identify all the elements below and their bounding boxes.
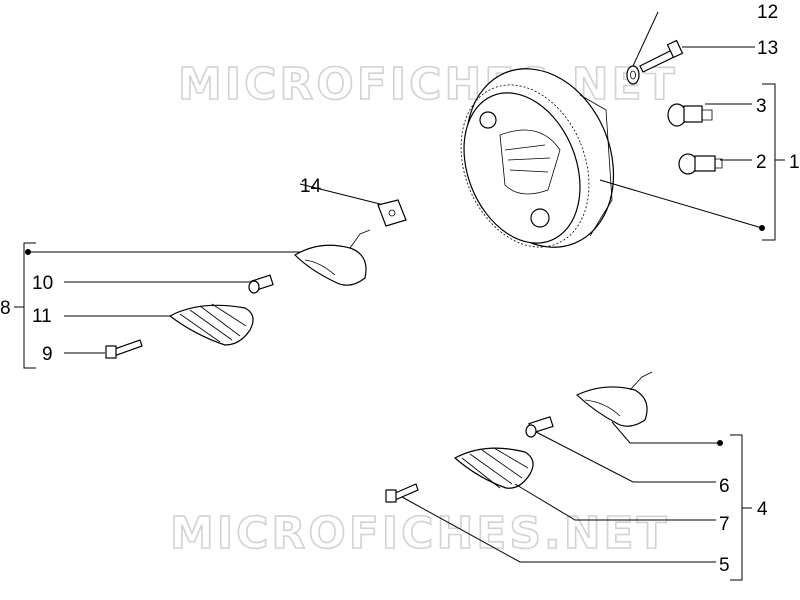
lens-part-7: [453, 447, 534, 489]
bracket-group-8: [14, 242, 36, 369]
callout-10: 10: [32, 273, 53, 294]
callout-8: 8: [0, 298, 11, 319]
leader-lines: [25, 11, 765, 563]
callout-11: 11: [32, 306, 52, 327]
callout-12: 12: [757, 2, 778, 23]
callout-7: 7: [719, 514, 730, 535]
turn-signal-housing-left: [294, 229, 371, 286]
callout-5: 5: [719, 555, 730, 576]
headlight-housing: [460, 68, 615, 248]
callout-4: 4: [757, 499, 768, 520]
lens-part-11: [168, 303, 254, 346]
callout-6: 6: [719, 476, 730, 497]
callout-2: 2: [756, 152, 767, 173]
bulb-part-6: [525, 416, 554, 438]
screw-part-9: [105, 339, 143, 359]
washer-part: [626, 65, 640, 85]
turn-signal-housing-right: [575, 371, 653, 427]
bulb-part-3: [667, 103, 713, 127]
screw-part-5: [385, 483, 419, 503]
screw-part-13: [639, 39, 684, 73]
callout-3: 3: [756, 96, 767, 117]
callout-14: 14: [300, 176, 322, 197]
bracket-group-4: [730, 434, 752, 581]
watermark-top: MICROFICHES.NET: [178, 59, 678, 110]
watermark-bottom: MICROFICHES.NET: [170, 508, 670, 559]
callout-13: 13: [757, 38, 778, 59]
bracket-group-1: [762, 83, 785, 241]
clip-part-14: [377, 199, 407, 227]
callout-9: 9: [42, 344, 53, 365]
bulb-part-2: [678, 153, 723, 175]
callout-1: 1: [789, 152, 800, 173]
bulb-part-10: [248, 274, 274, 294]
